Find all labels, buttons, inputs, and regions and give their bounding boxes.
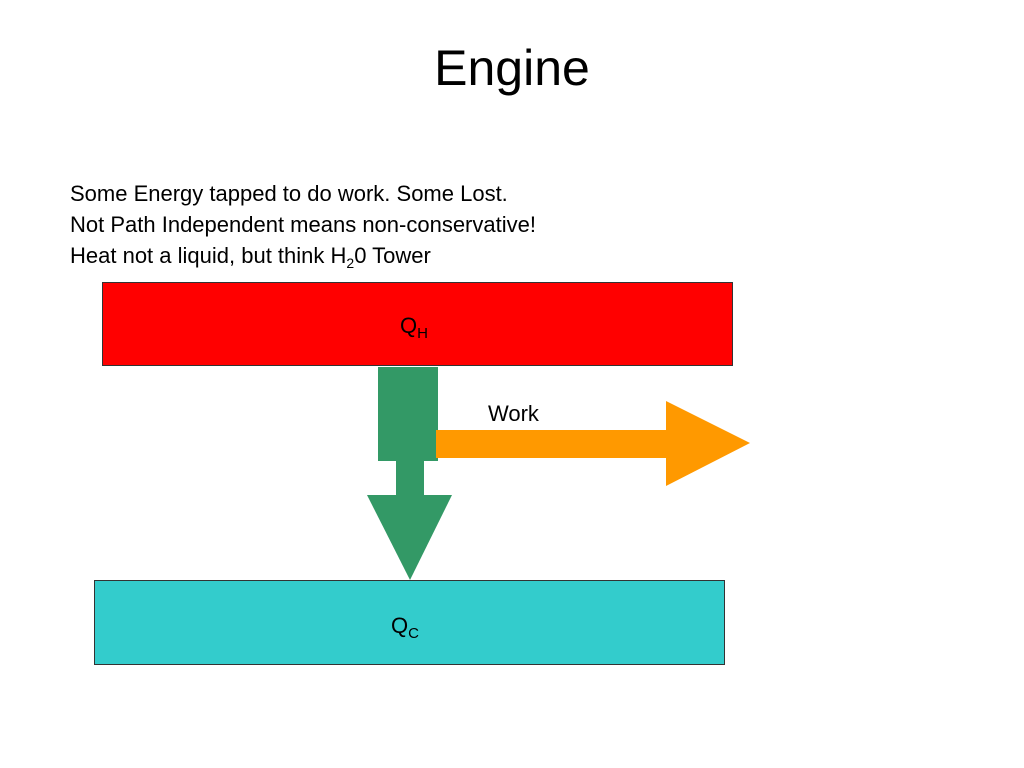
note-line-1: Some Energy tapped to do work. Some Lost… bbox=[70, 181, 508, 206]
hot-reservoir-box: QH bbox=[102, 282, 733, 366]
work-arrowhead bbox=[666, 401, 750, 486]
note-line-3-subscript: 2 bbox=[346, 255, 355, 271]
cold-reservoir-label: QC bbox=[391, 613, 419, 642]
notes-text: Some Energy tapped to do work. Some Lost… bbox=[70, 178, 536, 271]
work-label: Work bbox=[488, 401, 539, 426]
cold-reservoir-subscript: C bbox=[408, 625, 419, 642]
note-line-3-prefix: Heat not a liquid, but think H bbox=[70, 243, 347, 268]
heat-flow-arrowhead bbox=[367, 495, 452, 580]
work-arrow-shaft bbox=[436, 430, 668, 458]
hot-reservoir-symbol: Q bbox=[400, 313, 418, 338]
heat-flow-stem-upper bbox=[378, 367, 438, 461]
cold-reservoir-box: QC bbox=[94, 580, 725, 665]
note-line-3: Heat not a liquid, but think H20 Tower bbox=[70, 240, 536, 271]
note-line-3-suffix: 0 Tower bbox=[354, 243, 431, 268]
hot-reservoir-label: QH bbox=[400, 313, 428, 342]
note-line-2: Not Path Independent means non-conservat… bbox=[70, 212, 536, 237]
cold-reservoir-symbol: Q bbox=[391, 613, 409, 638]
hot-reservoir-subscript: H bbox=[417, 325, 428, 342]
slide-title: Engine bbox=[434, 40, 590, 96]
heat-flow-stem-lower bbox=[396, 460, 424, 497]
